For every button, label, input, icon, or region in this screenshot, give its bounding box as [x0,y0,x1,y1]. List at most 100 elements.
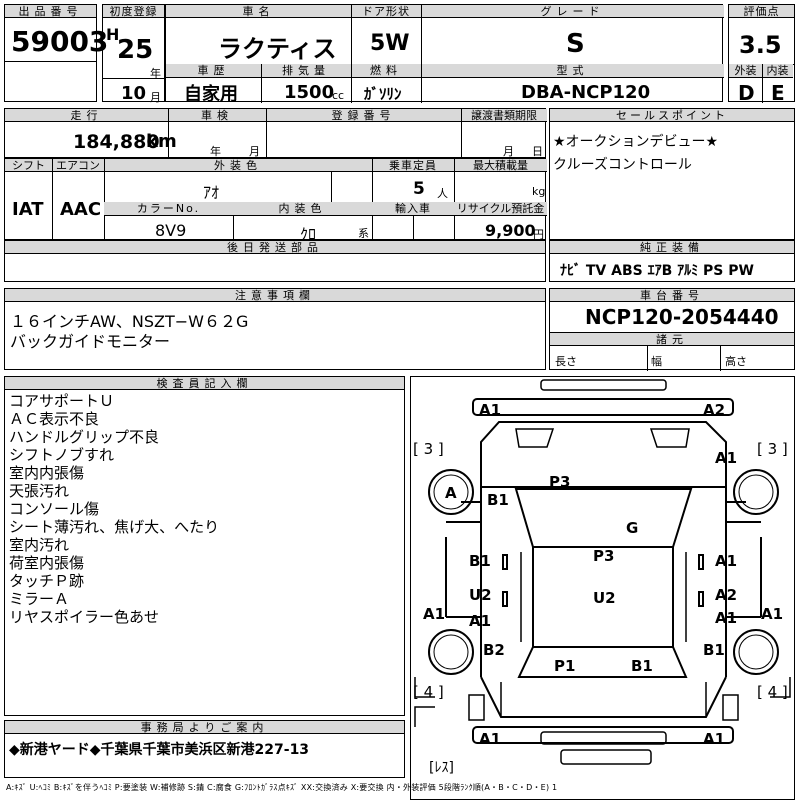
inspection-year-unit: 年 [210,145,221,158]
later-parts-header: 後日発送部品 [5,241,545,254]
model: DBA-NCP120 [521,82,651,103]
lot-no: 59003 [11,25,109,58]
office-box: 事務局よりご案内 ◆新港ヤード◆千葉県千葉市美浜区新港227-13 [4,720,405,778]
damage-mark: B1 [469,552,491,570]
damage-mark: B1 [703,641,725,659]
genuine-header: 純正装備 [550,241,794,254]
score-box: 評価点 3.5 外装 内装 D E [728,4,795,105]
genuine-equipment: ﾅﾋﾞ TV ABS ｴｱB ｱﾙﾐ PS PW [560,263,754,279]
inspector-header: 検査員記入欄 [5,377,404,390]
aircon: AAC [60,199,102,220]
damage-mark: A1 [479,401,502,419]
score-header: 評価点 [729,5,794,18]
damage-mark: P3 [593,547,615,565]
lot-no-header: 出品番号 [5,5,96,18]
damage-mark: G [626,519,639,537]
later-parts-box: 後日発送部品 [4,240,546,282]
sales-point-header: セールスポイント [550,109,794,122]
first-reg-header: 初度登録 [103,5,164,18]
month-unit: 月 [150,91,161,104]
spec-length: 長さ [555,355,577,368]
grade: S [566,29,585,59]
month: 10 [121,83,147,104]
transfer-day-unit: 日 [532,145,543,158]
inspector-note: 荷室内張傷 [9,554,85,572]
chassis-box: 車台番号 NCP120-2054440 諸元 長さ 幅 高さ [549,288,795,371]
sales-point-1: ★オークションデビュー★ [553,134,719,150]
inspector-note: ミラーＡ [9,590,70,608]
color-no: 8V9 [155,221,187,240]
damage-mark: P1 [554,657,576,675]
damage-mark: U2 [593,589,616,607]
inspector-note: 天張汚れ [9,482,70,500]
specs-header: 諸元 [550,332,794,346]
inspection-month-unit: 月 [249,145,260,158]
first-reg-box: 初度登録 H 25 年 10 月 [102,4,165,104]
displacement-unit: cc [332,89,345,102]
aircon-header: エアコン [52,159,104,172]
ext-color-header: 外装色 [104,159,372,172]
door-type: 5W [370,31,410,56]
main-info-box: 車名 ドア形状 グレード ラクティス 5W S 車歴 排気量 燃料 型式 自家用… [165,4,724,105]
transfer-doc-header: 譲渡書類期限 [461,109,547,122]
inspector-box: 検査員記入欄 コアサポートＵ ＡＣ表示不良 ハンドルグリップ不良 シフトノブすれ… [4,376,405,716]
tire-label-rr: [ 4 ] [757,683,788,701]
history-header: 車歴 [166,64,261,78]
car-name-header: 車名 [166,5,351,18]
displacement-header: 排気量 [261,64,351,78]
damage-mark: P3 [549,473,571,491]
damage-mark: A1 [703,730,726,748]
import-header: 輸入車 [372,202,454,216]
rear-label: [ﾚｽ] [429,760,454,776]
damage-mark: A1 [479,730,502,748]
exterior-grade: D [738,81,755,105]
interior-grade: E [771,81,785,105]
notes-box: 注意事項欄 １６インチAW、NSZT−W６２G バックガイドモニター [4,288,546,370]
interior-header: 内装 [762,64,793,78]
damage-mark: B1 [631,657,653,675]
mileage: 184,880 [73,131,160,153]
damage-mark: U2 [469,586,492,604]
capacity-header: 乗車定員 [372,159,454,172]
mileage-header: 走行 [5,109,168,122]
exterior-header: 外装 [729,64,762,78]
spec-height: 高さ [725,355,747,368]
tire-label-fl: [ 3 ] [413,440,444,458]
damage-mark: A1 [761,605,784,623]
transfer-month-unit: 月 [503,145,514,158]
inspector-note: タッチＰ跡 [9,572,85,590]
recycle-unit: 円 [533,228,544,241]
note-1: １６インチAW、NSZT−W６２G [10,312,249,331]
recycle-header: リサイクル預託金 [454,202,547,216]
fuel-header: 燃料 [351,64,421,78]
color-no-header: カラーNo. [104,202,233,216]
damage-mark: A2 [715,586,738,604]
fuel: ｶﾞｿﾘﾝ [364,85,402,103]
damage-diagram: [ 3 ] [ 3 ] [ 4 ] [ 4 ] [ﾚｽ] A1 A2 A1 A … [410,376,795,800]
inspector-note: シート薄汚れ、焦げ大、へたり [9,518,220,536]
year-unit: 年 [150,67,161,80]
door-type-header: ドア形状 [351,5,421,18]
damage-mark: B1 [487,491,509,509]
damage-mark: A2 [703,401,726,419]
sales-point-box: セールスポイント ★オークションデビュー★ クルーズコントロール [549,108,795,240]
office-note: ◆新港ヤード◆千葉県千葉市美浜区新港227-13 [9,742,310,758]
mileage-box: 走行 車検 登録番号 譲渡書類期限 184,880 km 年 月 月 日 [4,108,547,159]
damage-mark: A1 [715,552,738,570]
era: H [106,25,120,44]
damage-mark: B2 [483,641,505,659]
history: 自家用 [184,84,238,105]
reg-no-header: 登録番号 [266,109,461,122]
grade-header: グレード [421,5,724,18]
inspector-note: 室内汚れ [9,536,70,554]
tire-label-fr: [ 3 ] [757,440,788,458]
damage-mark: A1 [423,605,446,623]
shift: IAT [12,199,44,220]
inspector-note: リヤスポイラー色あせ [9,608,160,626]
displacement: 1500 [284,82,335,103]
notes-header: 注意事項欄 [5,289,545,302]
damage-mark: A1 [469,612,492,630]
mileage-unit: km [146,131,177,152]
int-color-unit: 系 [358,227,369,240]
year: 25 [117,35,154,65]
